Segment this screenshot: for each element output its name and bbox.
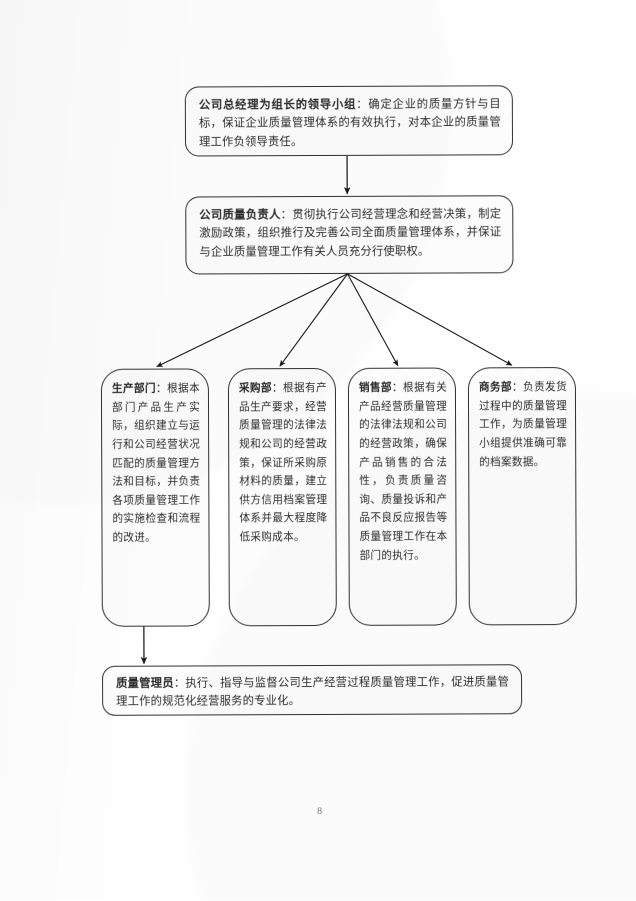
node-quality-manager-separator: ： (174, 677, 186, 690)
node-quality-manager-role: 质量管理员 (116, 677, 174, 690)
node-purchasing-department-role: 采购部 (239, 382, 272, 394)
node-quality-officer-separator: ： (281, 208, 293, 221)
node-purchasing-department-separator: ： (272, 382, 283, 394)
node-quality-officer-role: 公司质量负责人 (199, 208, 280, 221)
node-quality-officer: 公司质量负责人：贯彻执行公司经营理念和经营决策，制定激励政策，组织推行及完善公司… (185, 195, 513, 274)
node-sales-department-body: 根据有关产品经营质量管理的法律法规和公司的经营政策，确保产品销售的合法性，负责质… (359, 382, 448, 562)
node-purchasing-department-body: 根据有产品生产要求，经营质量管理的法律法规和公司的经营政策，保证所采购原材料的质… (239, 382, 327, 543)
node-production-department: 生产部门：根据本部门产品生产实际，组织建立与运行和公司经营状况匹配的质量管理方法… (101, 368, 210, 626)
node-business-department: 商务部：负责发货过程中的质量管理工作，为质量管理小组提供准确可靠的档案数据。 (468, 367, 577, 625)
node-sales-department-role: 销售部 (359, 382, 392, 394)
edge-quality-officer-to-purchasing (279, 274, 347, 366)
node-business-department-separator: ： (512, 381, 523, 393)
node-leadership-group-separator: ： (356, 98, 368, 111)
node-leadership-group-role: 公司总经理为组长的领导小组 (199, 98, 356, 112)
node-purchasing-department: 采购部：根据有产品生产要求，经营质量管理的法律法规和公司的经营政策，保证所采购原… (228, 368, 337, 626)
node-quality-manager: 质量管理员：执行、指导与监督公司生产经营过程质量管理工作，促进质量管理工作的规范… (102, 664, 522, 716)
edge-quality-officer-to-production (156, 274, 347, 367)
node-sales-department-separator: ： (392, 382, 403, 394)
node-leadership-group: 公司总经理为组长的领导小组：确定企业的质量方针与目标，保证企业质量管理体系的有效… (185, 85, 513, 156)
node-production-department-separator: ： (156, 383, 167, 395)
node-business-department-role: 商务部 (479, 381, 512, 393)
node-production-department-role: 生产部门 (112, 383, 156, 395)
node-sales-department: 销售部：根据有关产品经营质量管理的法律法规和公司的经营政策，确保产品销售的合法性… (348, 367, 457, 625)
node-production-department-body: 根据本部门产品生产实际，组织建立与运行和公司经营状况匹配的质量管理方法和目标，并… (112, 382, 200, 543)
node-business-department-body: 负责发货过程中的质量管理工作，为质量管理小组提供准确可靠的档案数据。 (479, 381, 567, 468)
